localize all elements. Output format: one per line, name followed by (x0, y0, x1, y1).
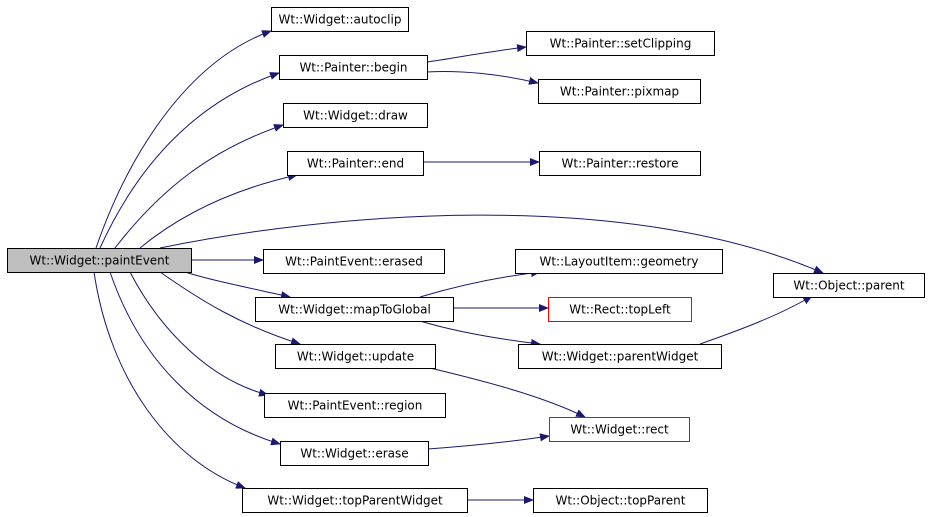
node-box-update (275, 344, 436, 369)
node-label-topParentWidget: Wt::Widget::topParentWidget (267, 494, 443, 508)
edges (93, 30, 824, 504)
node-parent[interactable]: Wt::Object::parent (773, 273, 925, 298)
edge-paintEvent-to-draw (114, 124, 284, 249)
edge-update-to-rect (429, 367, 586, 418)
node-box-parentWidget (518, 344, 722, 369)
node-label-erased: Wt::PaintEvent::erased (285, 255, 423, 269)
node-box-erased (263, 249, 445, 274)
node-box-pixmap (538, 79, 701, 104)
edge-paintEvent-to-autoclip (95, 30, 272, 249)
node-box-mapToGlobal (255, 297, 454, 322)
node-box-rect (549, 417, 690, 442)
node-label-autoclip: Wt::Widget::autoclip (279, 13, 402, 27)
node-pixmap[interactable]: Wt::Painter::pixmap (538, 79, 701, 104)
node-label-parent: Wt::Object::parent (793, 279, 904, 293)
node-label-topParent: Wt::Object::topParent (556, 494, 686, 508)
node-topParent[interactable]: Wt::Object::topParent (533, 488, 708, 513)
node-topLeft[interactable]: Wt::Rect::topLeft (548, 297, 692, 322)
node-parentWidget[interactable]: Wt::Widget::parentWidget (518, 344, 722, 369)
nodes: Wt::Widget::paintEvent Wt::Widget::autocl… (7, 7, 925, 513)
edge-mapToGlobal-to-parentWidget (419, 320, 541, 347)
node-label-paintEvent: Wt::Widget::paintEvent (30, 254, 170, 268)
node-draw[interactable]: Wt::Widget::draw (283, 103, 428, 128)
node-box-region (264, 393, 446, 418)
node-label-erase: Wt::Widget::erase (300, 447, 408, 461)
edge-paintEvent-to-erase (109, 271, 281, 446)
node-box-topLeft (548, 297, 692, 322)
edge-paintEvent-to-begin (99, 72, 280, 249)
node-box-erase (280, 441, 429, 466)
node-restore[interactable]: Wt::Painter::restore (539, 151, 701, 176)
node-label-rect: Wt::Widget::rect (570, 423, 669, 437)
node-autoclip[interactable]: Wt::Widget::autoclip (271, 7, 409, 32)
node-erased[interactable]: Wt::PaintEvent::erased (263, 249, 445, 274)
node-label-update: Wt::Widget::update (297, 350, 414, 364)
node-label-end: Wt::Painter::end (307, 157, 404, 171)
node-label-setClipping: Wt::Painter::setClipping (550, 37, 692, 51)
edge-paintEvent-to-update (159, 271, 301, 346)
node-label-begin: Wt::Painter::begin (299, 61, 407, 75)
edge-paintEvent-to-region (129, 271, 269, 397)
node-update[interactable]: Wt::Widget::update (275, 344, 436, 369)
node-setClipping[interactable]: Wt::Painter::setClipping (526, 31, 715, 56)
node-label-pixmap: Wt::Painter::pixmap (560, 85, 679, 99)
node-box-topParentWidget (242, 488, 468, 513)
node-label-geometry: Wt::LayoutItem::geometry (539, 255, 698, 269)
edge-mapToGlobal-to-geometry (419, 269, 541, 298)
node-label-region: Wt::PaintEvent::region (288, 399, 423, 413)
node-label-draw: Wt::Widget::draw (303, 109, 408, 123)
node-box-end (287, 151, 424, 176)
node-geometry[interactable]: Wt::LayoutItem::geometry (515, 249, 723, 274)
node-label-parentWidget: Wt::Widget::parentWidget (542, 350, 699, 364)
node-box-autoclip (271, 7, 409, 32)
node-box-parent (773, 273, 925, 298)
edge-paintEvent-to-mapToGlobal (184, 271, 291, 299)
edge-paintEvent-to-parent (159, 214, 824, 274)
node-topParentWidget[interactable]: Wt::Widget::topParentWidget (242, 488, 468, 513)
node-begin[interactable]: Wt::Painter::begin (279, 55, 428, 80)
node-paintEvent[interactable]: Wt::Widget::paintEvent (7, 248, 192, 273)
node-end[interactable]: Wt::Painter::end (287, 151, 424, 176)
edge-paintEvent-to-end (139, 173, 298, 249)
node-box-topParent (533, 488, 708, 513)
node-box-restore (539, 151, 701, 176)
edge-parentWidget-to-parent (699, 295, 813, 345)
node-label-restore: Wt::Painter::restore (562, 157, 679, 171)
node-region[interactable]: Wt::PaintEvent::region (264, 393, 446, 418)
node-mapToGlobal[interactable]: Wt::Widget::mapToGlobal (255, 297, 454, 322)
edge-erase-to-rect (427, 433, 550, 450)
edge-paintEvent-to-topParentWidget (93, 271, 246, 489)
node-box-setClipping (526, 31, 715, 56)
node-box-begin (279, 55, 428, 80)
node-box-paintEvent (7, 248, 192, 273)
edge-begin-to-setClipping (426, 44, 527, 63)
node-rect[interactable]: Wt::Widget::rect (549, 417, 690, 442)
edge-begin-to-pixmap (426, 70, 539, 85)
node-label-topLeft: Wt::Rect::topLeft (569, 303, 671, 317)
node-box-geometry (515, 249, 723, 274)
node-label-mapToGlobal: Wt::Widget::mapToGlobal (278, 303, 431, 317)
node-erase[interactable]: Wt::Widget::erase (280, 441, 429, 466)
node-box-draw (283, 103, 428, 128)
